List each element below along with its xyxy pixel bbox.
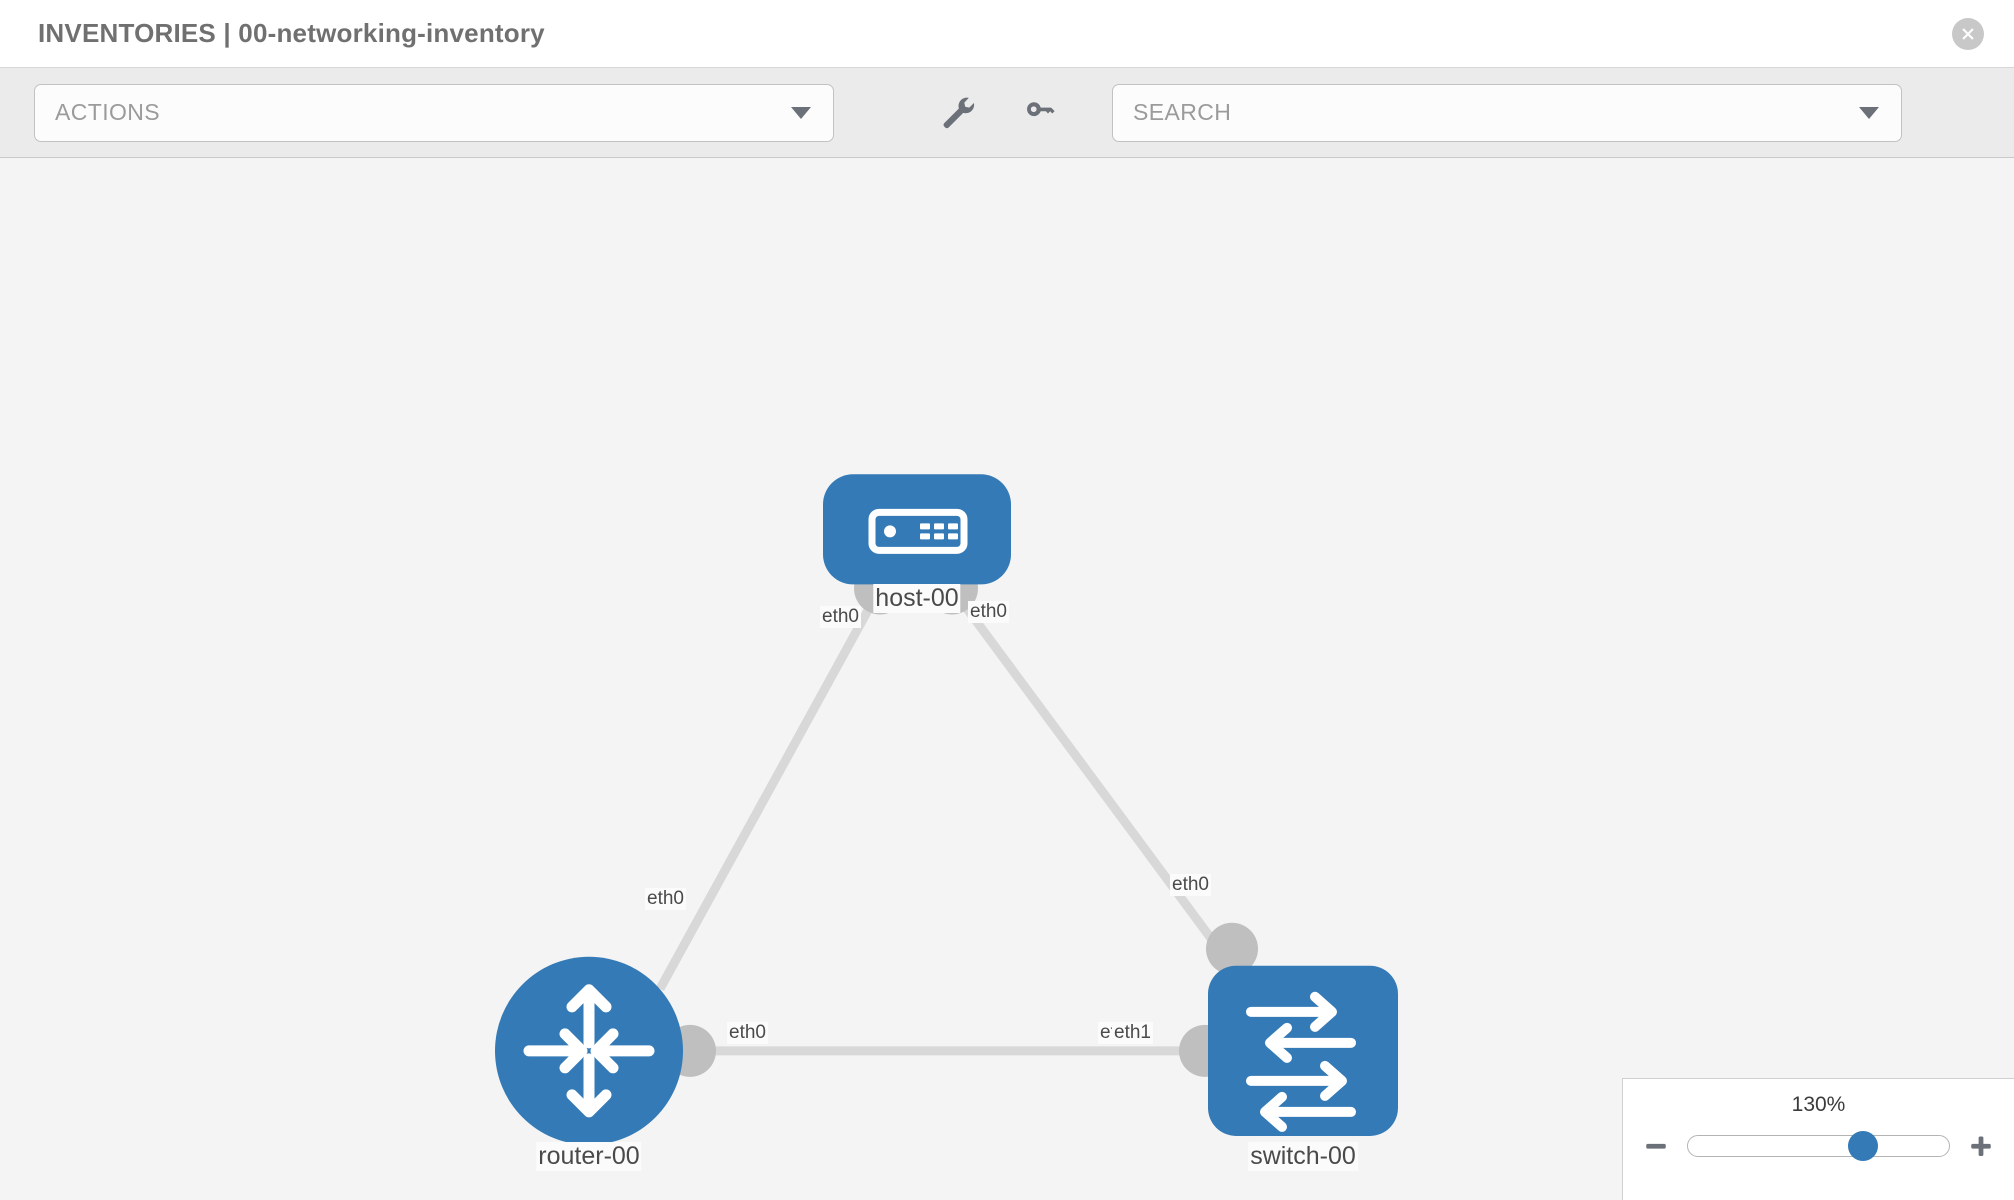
handle-switch-top[interactable] xyxy=(1206,922,1258,975)
zoom-slider-thumb[interactable] xyxy=(1847,1131,1878,1161)
node-router-00[interactable] xyxy=(495,956,683,1145)
key-glyph xyxy=(1027,101,1055,116)
server-icon xyxy=(868,508,968,554)
topology-graph xyxy=(495,474,1398,1145)
wrench-icon[interactable] xyxy=(938,92,980,134)
zoom-out-button[interactable] xyxy=(1639,1129,1673,1163)
zoom-in-button[interactable] xyxy=(1964,1129,1998,1163)
node-host-00[interactable] xyxy=(823,474,1011,585)
switch-icon xyxy=(1246,991,1356,1132)
actions-dropdown-label: ACTIONS xyxy=(55,99,161,125)
minus-icon xyxy=(1646,1143,1666,1149)
key-icon[interactable] xyxy=(1020,92,1062,134)
page-title: INVENTORIES | 00-networking-inventory xyxy=(38,18,545,48)
chevron-down-icon[interactable] xyxy=(1859,106,1879,119)
topology-canvas[interactable]: host-00 router-00 switch-00 eth0 eth0 et… xyxy=(0,158,2014,1200)
toolbar-icon-group xyxy=(938,92,1062,134)
router-icon xyxy=(523,984,655,1118)
actions-dropdown[interactable]: ACTIONS xyxy=(34,83,834,142)
node-switch-00[interactable] xyxy=(1208,965,1398,1136)
edge-host-switch[interactable] xyxy=(948,585,1236,970)
wrench-glyph xyxy=(943,97,975,128)
search-box[interactable] xyxy=(1112,83,1902,142)
page-header: INVENTORIES | 00-networking-inventory xyxy=(0,0,2014,68)
toolbar: ACTIONS xyxy=(0,68,2014,158)
zoom-level-label: 130% xyxy=(1791,1093,1846,1116)
close-glyph xyxy=(1962,27,1974,40)
plus-icon xyxy=(1971,1136,1991,1156)
zoom-widget: 130% xyxy=(1622,1078,2014,1200)
chevron-down-icon xyxy=(791,106,811,119)
zoom-slider-track[interactable] xyxy=(1687,1131,1950,1161)
search-input[interactable] xyxy=(1133,99,1859,126)
close-icon[interactable] xyxy=(1952,17,1984,50)
zoom-controls xyxy=(1623,1129,2014,1163)
edge-host-router[interactable] xyxy=(656,586,884,991)
topology-edges xyxy=(656,585,1236,1056)
